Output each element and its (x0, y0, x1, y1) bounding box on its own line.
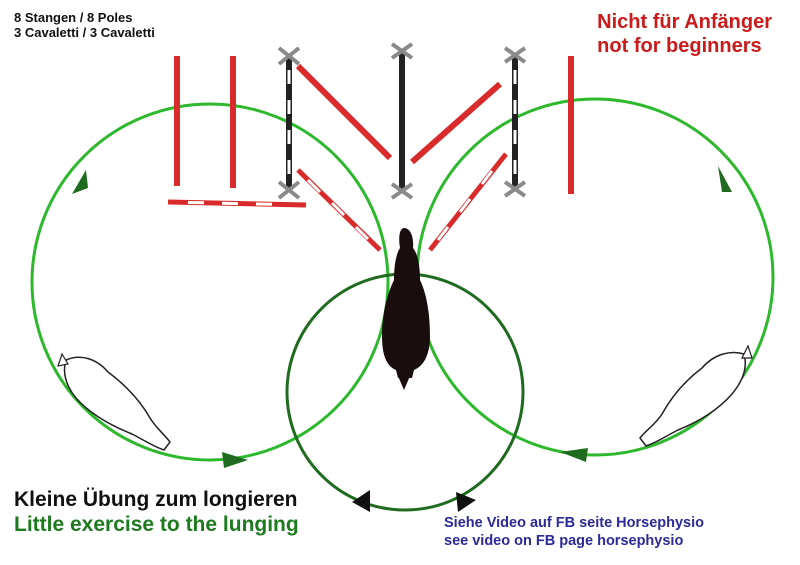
horse-icon (382, 228, 430, 390)
video-note: Siehe Video auf FB seite Horsephysio see… (444, 514, 704, 550)
arrow-icon (560, 448, 588, 462)
pole-icon (428, 152, 508, 252)
cavaletti-icon (390, 42, 414, 200)
arrow-icon (456, 492, 476, 512)
pole-icon (295, 63, 502, 165)
warning-german: Nicht für Anfänger (597, 11, 772, 33)
video-note-german: Siehe Video auf FB seite Horsephysio (444, 515, 705, 531)
video-note-english: see video on FB page horsephysio (444, 533, 684, 549)
arrow-icon (352, 490, 370, 512)
left-lunging-circle (30, 102, 390, 462)
poles-count-label: 8 Stangen / 8 Poles (14, 10, 133, 25)
pole-icon (167, 199, 307, 208)
horse-icon (57, 352, 171, 451)
cavaletti-count-label: 3 Cavaletti / 3 Cavaletti (14, 25, 155, 40)
warning-english: not for beginners (597, 35, 762, 57)
pole-icon (174, 56, 574, 194)
arrow-icon (72, 170, 88, 194)
arrow-icon (222, 452, 248, 468)
difficulty-warning: Nicht für Anfänger not for beginners (597, 10, 772, 58)
title-german: Kleine Übung zum longieren (14, 488, 298, 511)
pole-icon (296, 168, 382, 252)
arrow-icon (718, 166, 732, 192)
horse-icon (639, 344, 753, 447)
equipment-counts: 8 Stangen / 8 Poles 3 Cavaletti / 3 Cava… (14, 10, 155, 40)
cavaletti-icon (503, 46, 527, 198)
cavaletti-icon (277, 46, 301, 200)
title-english: Little exercise to the lunging (14, 513, 299, 536)
